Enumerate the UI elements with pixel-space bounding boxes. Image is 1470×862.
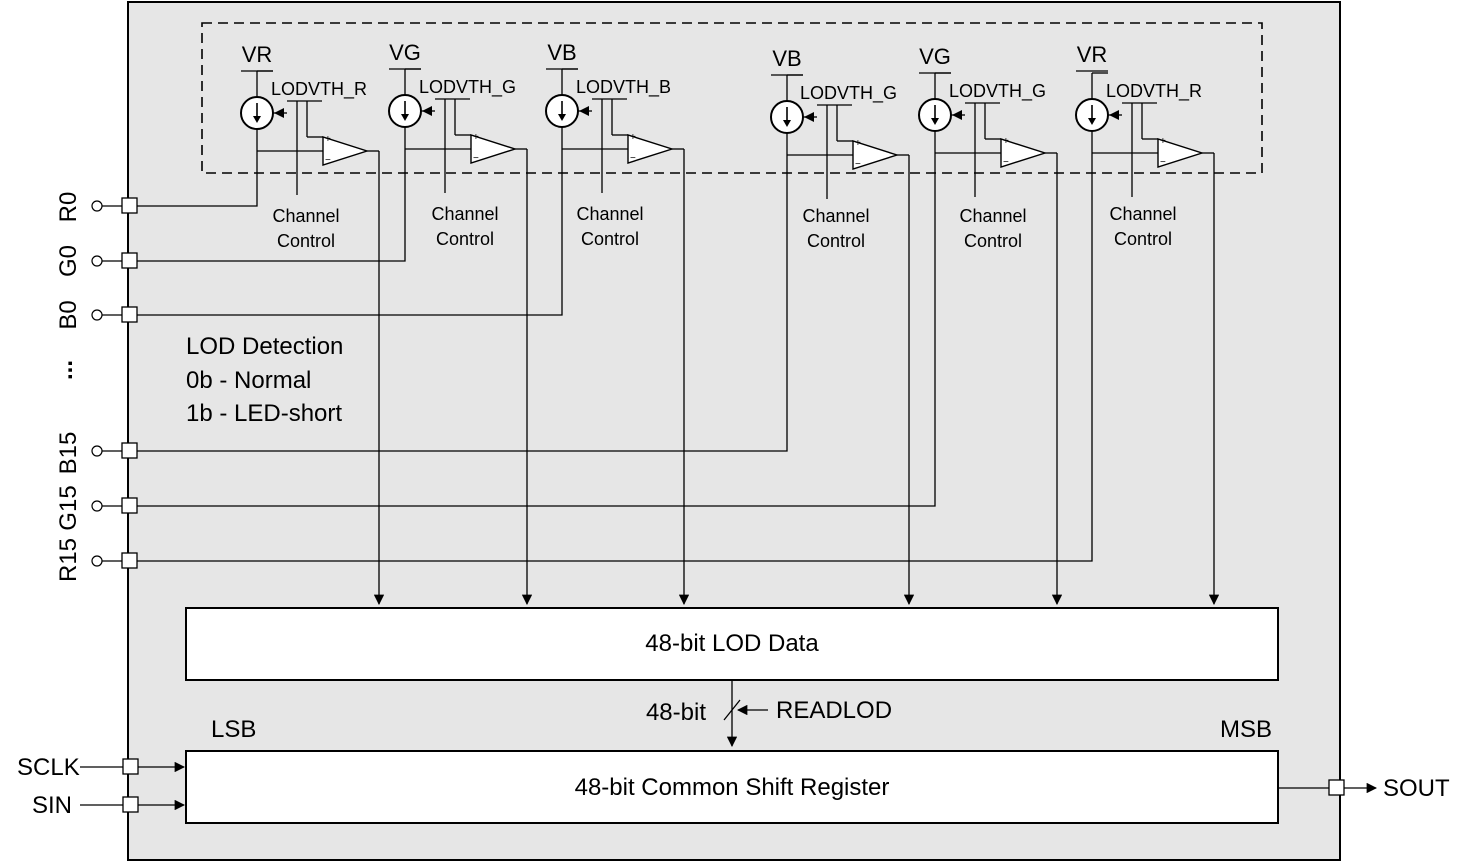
channel-6: VR LODVTH_R Channel Control — [1075, 42, 1215, 249]
channel-control-line2: Control — [277, 231, 335, 251]
lod-detect-region — [201, 22, 1263, 174]
pin-label: G0 — [55, 245, 82, 277]
threshold-label: LODVTH_G — [949, 81, 1046, 102]
supply-label: VR — [1077, 42, 1108, 67]
threshold-label: LODVTH_B — [576, 77, 671, 98]
pin-g0: G0 — [55, 245, 138, 277]
channel-control-line1: Channel — [1109, 204, 1176, 224]
supply-label: VG — [389, 40, 421, 65]
supply-label: VB — [772, 46, 801, 71]
lod-data-box — [185, 607, 1279, 681]
shift-register-box — [185, 750, 1279, 824]
msb-label: MSB — [1220, 716, 1272, 743]
channel-control-line2: Control — [581, 229, 639, 249]
channel-control-line2: Control — [964, 231, 1022, 251]
lod-data-label: 48-bit LOD Data — [645, 630, 819, 657]
threshold-label: LODVTH_G — [800, 83, 897, 104]
threshold-label: LODVTH_G — [419, 77, 516, 98]
lod-detection-title: LOD Detection — [186, 333, 343, 360]
pin-b0: B0 — [55, 300, 138, 330]
shift-register-label: 48-bit Common Shift Register — [575, 774, 890, 801]
pin-label: R0 — [55, 192, 82, 223]
channel-1: VR LODVTH_R Channel Control — [240, 42, 380, 251]
channel-control-line2: Control — [807, 231, 865, 251]
supply-label: VR — [242, 42, 273, 67]
lsb-label: LSB — [211, 716, 256, 743]
channel-control-line1: Channel — [959, 206, 1026, 226]
pin-b15: B15 — [55, 432, 138, 475]
channel-4: VB LODVTH_G Channel Control — [770, 46, 910, 251]
pin-label: R15 — [55, 538, 82, 582]
channel-3: VB LODVTH_B Channel Control — [545, 40, 685, 249]
lod-detection-short: 1b - LED-short — [186, 400, 342, 427]
pin-label: B0 — [55, 300, 82, 329]
channel-control-line1: Channel — [576, 204, 643, 224]
channel-control-line1: Channel — [272, 206, 339, 226]
chip-body — [127, 1, 1341, 861]
pin-sout: SOUT — [1278, 775, 1450, 802]
channel-2: VG LODVTH_G Channel Control — [388, 40, 528, 249]
pin-r0: R0 — [55, 192, 138, 223]
pin-label: SCLK — [17, 754, 80, 781]
pin-label: G15 — [55, 485, 82, 530]
supply-label: VB — [547, 40, 576, 65]
pins-ellipsis: ... — [51, 360, 78, 380]
threshold-label: LODVTH_R — [271, 79, 367, 100]
pin-sin: SIN — [32, 792, 186, 819]
pin-label: B15 — [55, 432, 82, 475]
lod-detection-normal: 0b - Normal — [186, 367, 311, 394]
channel-control-line2: Control — [1114, 229, 1172, 249]
channel-control-line2: Control — [436, 229, 494, 249]
pin-sclk: SCLK — [17, 754, 186, 781]
pin-label: SOUT — [1383, 775, 1450, 802]
readlod-label: READLOD — [776, 697, 892, 724]
pin-r15: R15 — [55, 538, 138, 582]
pin-label: SIN — [32, 792, 72, 819]
channel-control-line1: Channel — [802, 206, 869, 226]
bus-label: 48-bit — [646, 699, 706, 726]
channel-control-line1: Channel — [431, 204, 498, 224]
supply-label: VG — [919, 44, 951, 69]
lod-detection-legend: LOD Detection 0b - Normal 1b - LED-short — [186, 333, 343, 427]
pin-g15: G15 — [55, 485, 138, 531]
channel-5: VG LODVTH_G Channel Control — [918, 44, 1058, 251]
threshold-label: LODVTH_R — [1106, 81, 1202, 102]
